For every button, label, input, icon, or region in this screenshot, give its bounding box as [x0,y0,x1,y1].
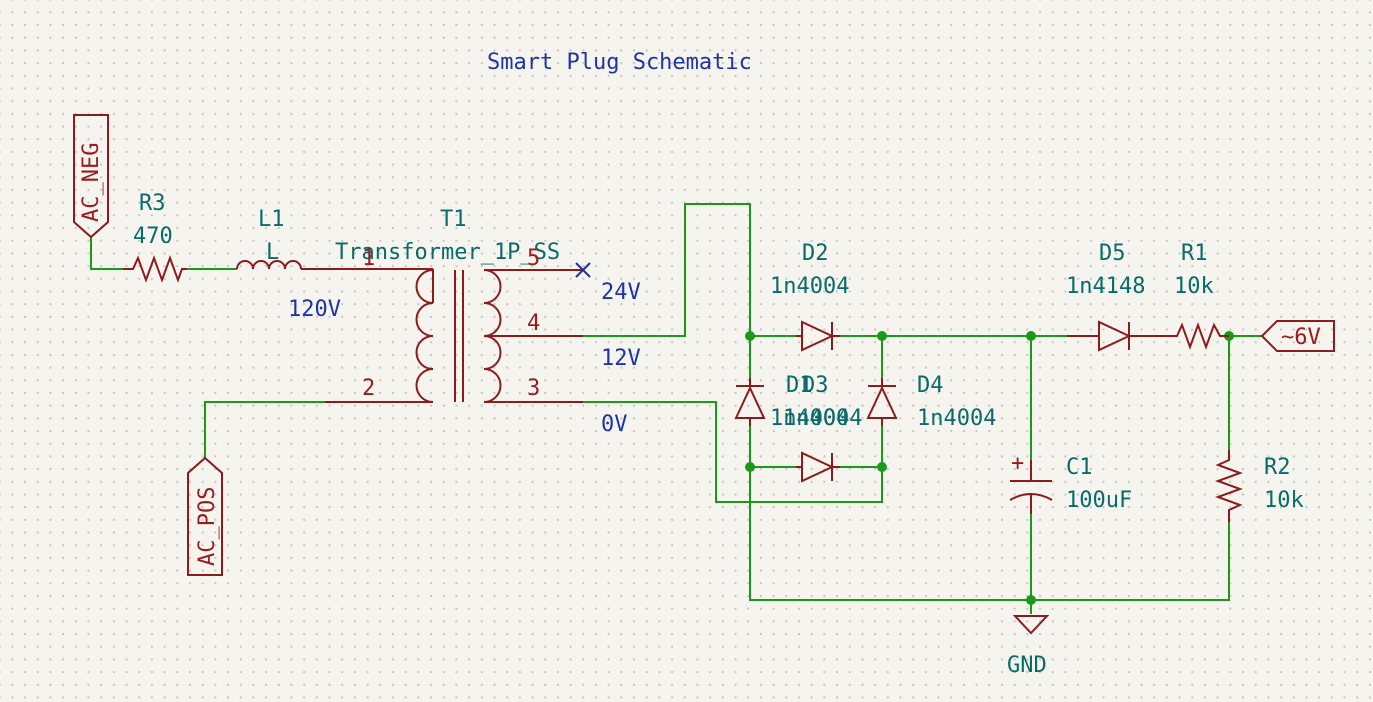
svg-text:1n4004: 1n4004 [917,406,996,431]
svg-text:R2: R2 [1264,455,1291,480]
ground-symbol[interactable]: GND [1007,615,1050,678]
svg-text:D2: D2 [802,241,829,266]
schematic-title: Smart Plug Schematic [487,50,752,75]
pin-1: 1 [362,246,375,271]
svg-text:D1: D1 [786,373,813,398]
svg-text:1n4004: 1n4004 [770,406,849,431]
junctions [745,331,1234,605]
diode-d3[interactable]: D3 1n4004 [783,373,862,483]
svg-text:AC_POS: AC_POS [195,487,220,566]
pin-4: 4 [527,311,540,336]
svg-text:470: 470 [133,224,173,249]
svg-text:1n4004: 1n4004 [770,274,849,299]
transformer-t1[interactable]: T1 Transformer_1P_SS 1 2 5 4 3 [325,207,591,403]
svg-text:D3: D3 [802,373,829,398]
svg-text:~6V: ~6V [1281,325,1321,350]
wires [90,203,1262,614]
ac-neg-label[interactable]: AC_NEG [73,114,109,239]
svg-text:1n4148: 1n4148 [1066,274,1145,299]
svg-text:D5: D5 [1099,241,1126,266]
svg-text:R3: R3 [139,191,166,216]
diode-d4[interactable]: D4 1n4004 [866,373,996,431]
resistor-r1[interactable]: R1 10k [1167,241,1229,350]
svg-text:GND: GND [1007,653,1047,678]
pin-3: 3 [527,376,540,401]
pin-2: 2 [362,376,375,401]
pin-5: 5 [527,246,540,271]
diode-d5[interactable]: D5 1n4148 [1066,241,1167,352]
svg-text:AC_NEG: AC_NEG [79,143,104,222]
svg-text:D4: D4 [917,373,944,398]
note-24v: 24V [601,280,641,305]
capacitor-c1[interactable]: + C1 100uF [1009,451,1132,514]
svg-text:10k: 10k [1174,274,1214,299]
svg-text:Transformer_1P_SS: Transformer_1P_SS [335,240,560,265]
output-label[interactable]: ~6V [1260,320,1335,352]
no-connect-marker [575,262,591,278]
svg-text:+: + [1011,451,1024,476]
svg-text:L1: L1 [258,207,285,232]
svg-text:C1: C1 [1066,455,1093,480]
note-0v: 0V [601,412,628,437]
note-12v: 12V [601,346,641,371]
svg-text:R1: R1 [1181,241,1208,266]
inductor-l1[interactable]: L1 L [236,207,433,270]
svg-text:100uF: 100uF [1066,488,1132,513]
resistor-r3[interactable]: R3 470 [123,191,187,283]
diode-d2[interactable]: D2 1n4004 [770,241,849,352]
svg-text:10k: 10k [1264,488,1304,513]
svg-text:T1: T1 [440,207,467,232]
svg-text:L: L [266,240,279,265]
resistor-r2[interactable]: R2 10k [1215,450,1304,522]
svg-text:1n4004: 1n4004 [783,406,862,431]
ac-pos-label[interactable]: AC_POS [187,456,223,576]
note-120v: 120V [288,297,341,322]
diode-d1[interactable]: D1 1n4004 [734,373,849,431]
